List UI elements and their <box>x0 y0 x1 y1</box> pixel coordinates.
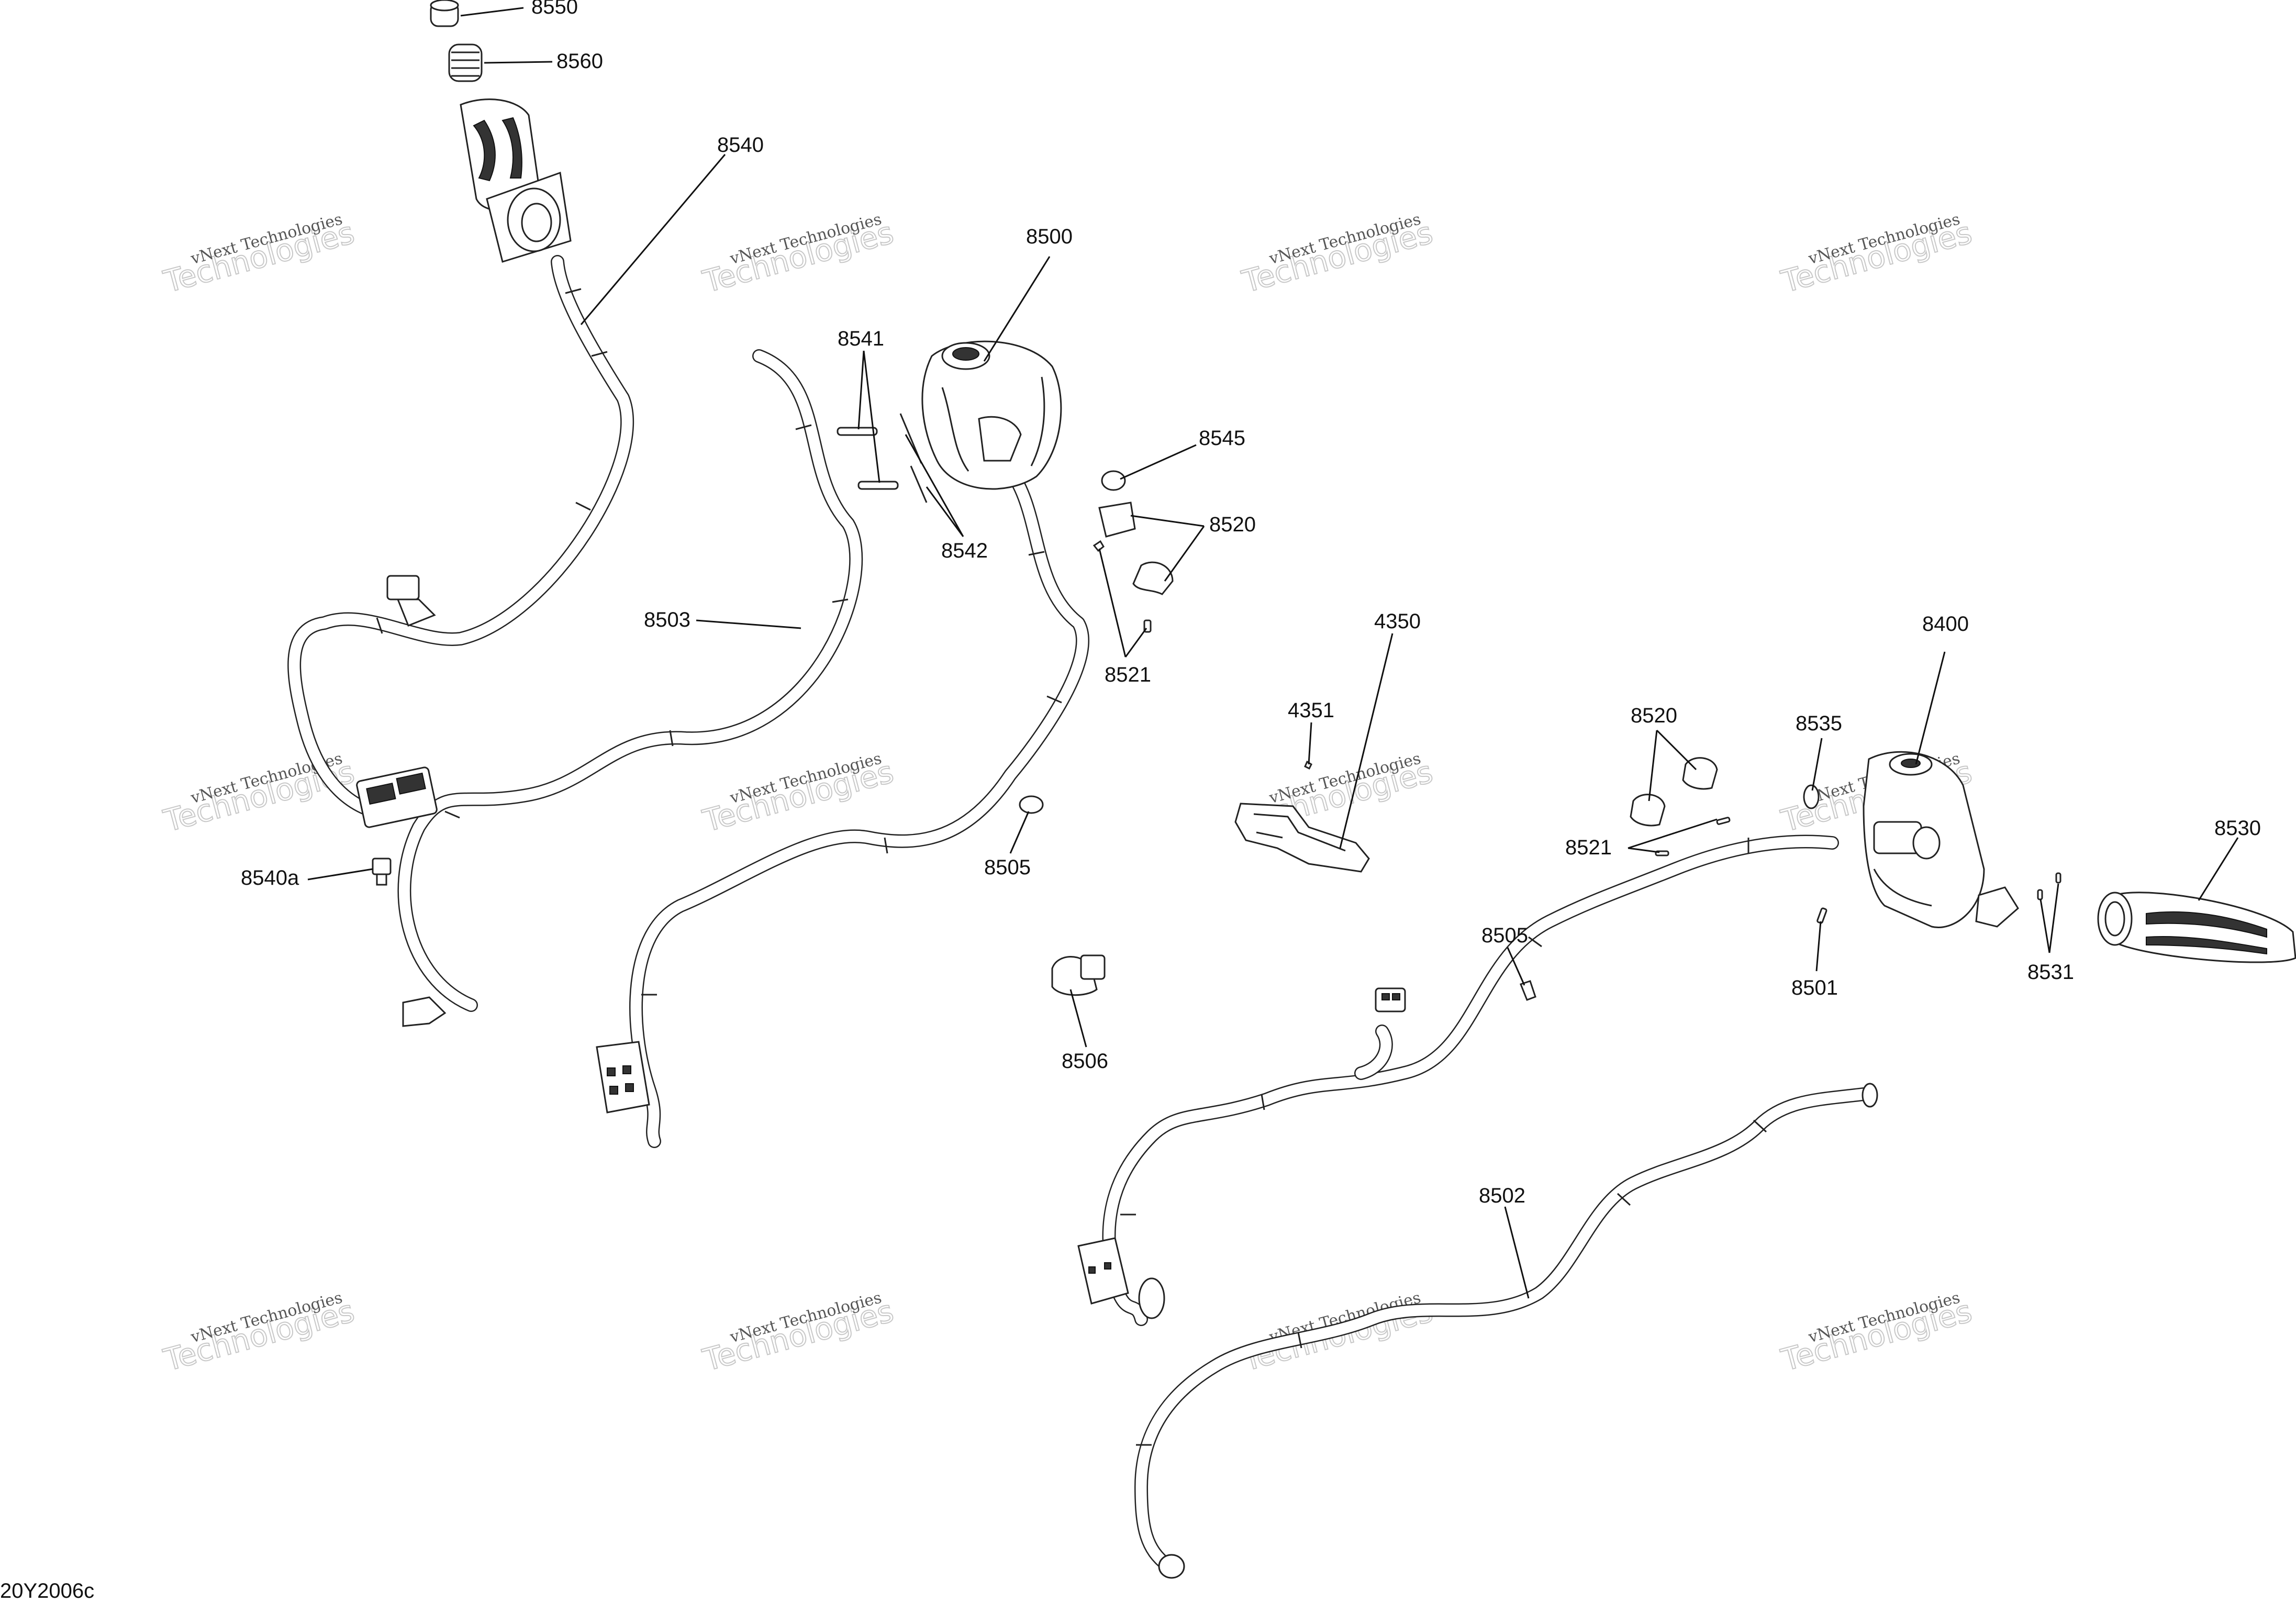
leader-8540a <box>307 868 373 881</box>
label-8542: 8542 <box>941 539 988 562</box>
screws-8531 <box>2037 872 2061 900</box>
leader-4350 <box>1339 633 1394 849</box>
clamps-8520-right <box>1630 757 1718 827</box>
leader-8502 <box>1504 1206 1530 1299</box>
connector-large-8540 <box>356 766 438 828</box>
leader-8540 <box>580 154 726 325</box>
leader-8500 <box>983 256 1051 362</box>
watermark-12: Technologies vNext Technologies <box>1777 1288 1976 1378</box>
label-8400: 8400 <box>1922 613 1969 636</box>
part-labels: 8550 8560 8540 8500 8541 8545 8520 8542 … <box>241 0 2261 1207</box>
watermark-9: Technologies vNext Technologies <box>159 1288 358 1378</box>
watermark-6: Technologies vNext Technologies <box>698 749 897 839</box>
pins-8541 <box>837 427 899 490</box>
switch-housing-8500 <box>921 340 1062 490</box>
label-8520-right: 8520 <box>1631 704 1677 727</box>
grip-8530 <box>2097 892 2296 963</box>
watermark-5: Technologies vNext Technologies <box>159 749 358 839</box>
watermark-2: Technologies vNext Technologies <box>698 210 897 300</box>
clip-8535 <box>1803 784 1820 809</box>
label-8530: 8530 <box>2214 817 2261 840</box>
leader-8530 <box>2198 837 2239 901</box>
grip-8550 <box>430 0 459 27</box>
clip-8505-right <box>1520 980 1536 1001</box>
label-8540a: 8540a <box>241 866 299 889</box>
leader-8400 <box>1915 651 1946 765</box>
label-8502: 8502 <box>1479 1184 1525 1207</box>
diagram-code: 20Y2006c <box>0 1579 94 1602</box>
label-8506: 8506 <box>1062 1050 1108 1073</box>
clamps-8520-left <box>1098 502 1174 595</box>
leader-8550 <box>460 7 524 17</box>
label-8503: 8503 <box>644 608 690 631</box>
connector-8540 <box>386 575 436 627</box>
watermark-10: Technologies vNext Technologies <box>698 1288 897 1378</box>
label-4350: 4350 <box>1374 610 1421 633</box>
plug-8540a <box>372 858 392 886</box>
leader-8541 <box>857 350 880 483</box>
throttle-grip-8540 <box>460 98 572 263</box>
watermark-4: Technologies vNext Technologies <box>1777 210 1976 300</box>
harness-8503 <box>397 349 863 1027</box>
leader-8505-left <box>1009 811 1030 854</box>
label-8500: 8500 <box>1026 225 1073 248</box>
switch-housing-8400 <box>1863 751 2019 928</box>
label-8521-right: 8521 <box>1565 836 1612 859</box>
label-8550: 8550 <box>531 0 578 18</box>
spring-8560 <box>448 43 483 82</box>
label-8531: 8531 <box>2027 961 2074 984</box>
leader-8505-right <box>1507 947 1525 986</box>
bracket-4350 <box>1234 803 1370 873</box>
label-8521-left: 8521 <box>1105 663 1151 686</box>
leader-8501 <box>1815 921 1822 972</box>
label-8535: 8535 <box>1796 712 1842 735</box>
harness-8500 <box>629 464 1089 1148</box>
leader-8520-right <box>1648 729 1697 802</box>
watermark-1: Technologies vNext Technologies <box>159 210 358 300</box>
label-8520-left: 8520 <box>1209 513 1256 536</box>
leader-8535 <box>1811 738 1823 791</box>
clip-8545 <box>1101 470 1126 491</box>
label-8541: 8541 <box>838 327 884 350</box>
screw-4351 <box>1304 760 1312 770</box>
clip-8505-left <box>1019 795 1044 814</box>
screw-8501 <box>1816 907 1827 924</box>
label-8560: 8560 <box>556 50 603 73</box>
leader-8542 <box>905 434 964 537</box>
label-8545: 8545 <box>1199 427 1245 450</box>
connector-8503 <box>596 1041 650 1114</box>
leader-8521-right <box>1628 818 1718 853</box>
leader-8560 <box>484 61 553 64</box>
label-8505-left: 8505 <box>984 856 1031 879</box>
leader-8545 <box>1120 444 1197 480</box>
harness-8400 <box>1102 834 1839 1326</box>
label-8501: 8501 <box>1791 976 1838 999</box>
screws-8521-left <box>1093 540 1152 633</box>
leader-8506 <box>1069 989 1087 1048</box>
leader-8503 <box>696 619 801 629</box>
leader-lines <box>307 7 2239 1299</box>
label-8540: 8540 <box>717 133 764 157</box>
label-8505-right: 8505 <box>1481 924 1528 947</box>
leader-8521-left <box>1098 548 1147 658</box>
connector-8400 <box>1375 987 1406 1012</box>
leader-8531 <box>2039 883 2059 953</box>
leader-4351 <box>1308 722 1312 765</box>
connector-8400-lower <box>1077 1237 1129 1305</box>
clips-8542 <box>899 413 928 503</box>
label-4351: 4351 <box>1288 699 1334 722</box>
clamp-8506 <box>1051 954 1106 996</box>
harness-8540 <box>287 255 634 816</box>
leader-8520-left <box>1130 515 1205 582</box>
watermark-3: Technologies vNext Technologies <box>1238 210 1436 300</box>
harness-8502 <box>1134 1083 1878 1579</box>
